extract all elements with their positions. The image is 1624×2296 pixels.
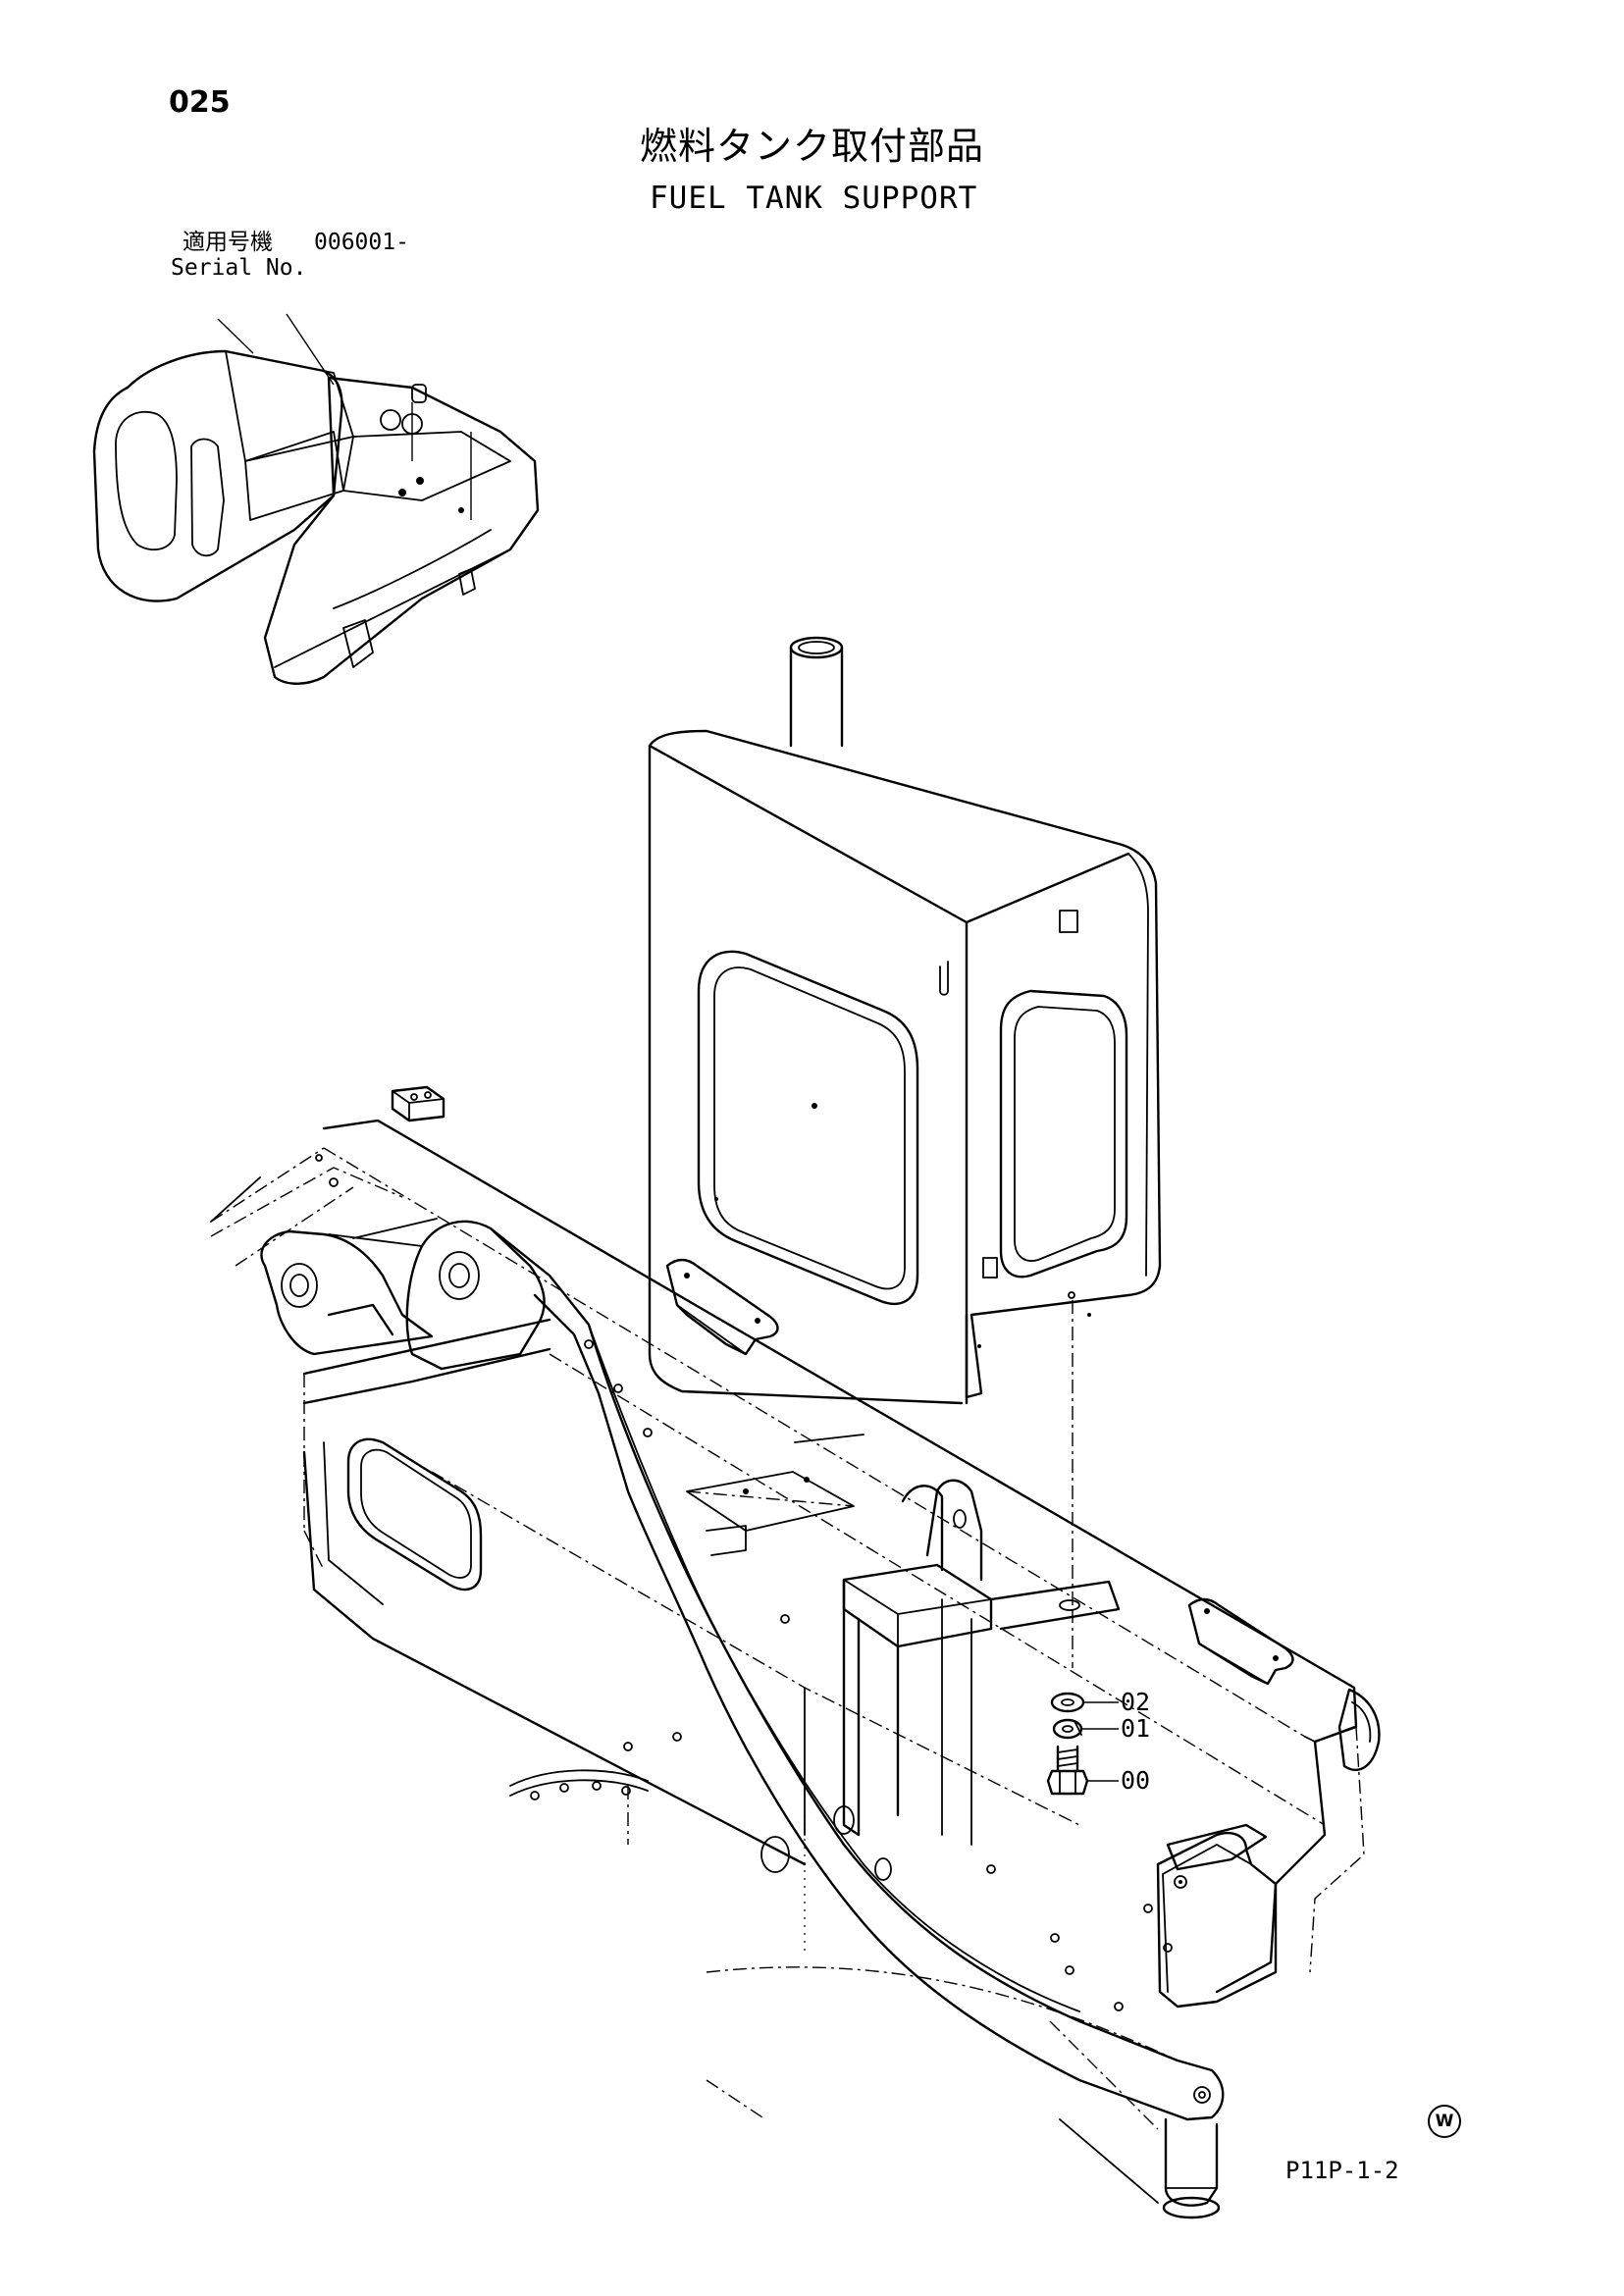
frame-access-hole [346, 1437, 483, 1592]
serial-label-japanese: 適用号機 [183, 230, 273, 255]
support-ear [901, 1485, 944, 1572]
frame-right-beam-top [322, 1119, 1358, 1744]
callout-label-washer: 02 [1121, 1688, 1151, 1716]
engine-cover [244, 431, 344, 521]
mounting-hardware [1046, 1300, 1119, 1796]
deck-top [342, 431, 511, 501]
serial-label-english: Serial No. [171, 255, 307, 281]
tank-rest-pad-right [1187, 1597, 1294, 1686]
upper-structure [263, 376, 540, 685]
washer-icon [1050, 1692, 1085, 1713]
lock-washer-icon [1052, 1718, 1083, 1740]
cab-window-side [115, 410, 178, 551]
mount-bracket [982, 1257, 998, 1278]
tank-outline-left [648, 744, 964, 1405]
frame-end-cap [1337, 1688, 1381, 1772]
frame-cross-front [302, 1318, 551, 1376]
filler-neck-body [789, 646, 844, 748]
mounting-hole [1059, 1599, 1080, 1611]
fuel-tank [648, 636, 1162, 1405]
tail-light [342, 619, 374, 668]
cab-window-door [190, 438, 225, 557]
frame-clip [391, 1085, 445, 1122]
support-plate [989, 1580, 1121, 1631]
upper-frame [210, 1085, 1381, 2009]
boom-foot-ear-left [260, 1229, 434, 1356]
page-title-japanese: 燃料タンク取付部品 [640, 125, 985, 168]
serial-number-value: 006001- [314, 230, 409, 255]
tank-side-recess [999, 989, 1128, 1278]
swing-ring-arc [509, 1769, 649, 1787]
cross-member-1 [686, 1471, 855, 1532]
plate-tab [706, 1525, 747, 1556]
locator-line [217, 313, 335, 386]
frame-bolt-holes [315, 1154, 1173, 2011]
console-bracket [1156, 1831, 1278, 2009]
page-number: 025 [169, 85, 231, 120]
breather-pipe [939, 961, 949, 996]
counterweight-line [333, 529, 492, 609]
tank-side-curve [1127, 853, 1149, 1277]
frame-lower-edge [302, 1450, 807, 1866]
center-side-plate [489, 1226, 1225, 2121]
support-leg [1164, 2117, 1219, 2207]
tank-rest-pad-left [665, 1258, 779, 1356]
page-title-english: FUEL TANK SUPPORT [650, 181, 978, 216]
cab-roof-panel [225, 350, 354, 462]
w-mark-symbol: W [1428, 2105, 1461, 2138]
filler-cap [380, 409, 401, 431]
excavator-overview-inset [92, 313, 540, 685]
cab-body [92, 349, 343, 602]
side-light [458, 568, 476, 596]
counterweight-edge [274, 548, 511, 668]
main-swing-frame [260, 1154, 1326, 2219]
tank-outline-right [648, 729, 1162, 1399]
gauge-mount [1059, 910, 1078, 933]
drawing-code: P11P-1-2 [1285, 2157, 1399, 2184]
tank-top-edge [648, 744, 1130, 924]
callout-label-bolt: 00 [1121, 1766, 1151, 1795]
frame-right-side [1215, 1740, 1327, 1994]
callout-label-lock-washer: 01 [1121, 1714, 1151, 1743]
tank-front-recess [697, 950, 919, 1305]
